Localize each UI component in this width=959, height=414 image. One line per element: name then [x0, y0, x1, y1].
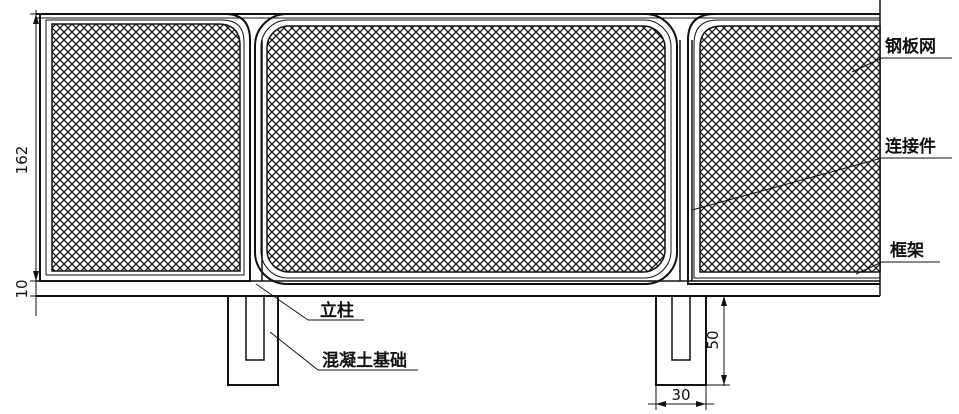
dimension-width — [648, 385, 714, 410]
label-post: 立柱 — [320, 300, 354, 321]
leader-foundation — [269, 331, 319, 371]
foundation-left — [227, 296, 279, 386]
dim-depth: 50 — [704, 330, 722, 349]
panel-right — [687, 13, 881, 285]
label-frame: 框架 — [890, 240, 924, 261]
dimension-depth — [706, 295, 730, 386]
dim-bottom: 10 — [13, 279, 31, 298]
leader-frame — [855, 261, 883, 275]
leader-mesh — [851, 57, 883, 73]
label-connector: 连接件 — [885, 136, 936, 157]
dim-height: 162 — [13, 146, 31, 175]
panel-middle — [254, 13, 678, 285]
dimension-left — [30, 10, 42, 316]
post-right — [679, 40, 693, 281]
label-foundation: 混凝土基础 — [322, 350, 407, 371]
post-left — [249, 40, 263, 281]
label-mesh: 钢板网 — [885, 36, 936, 57]
dim-width: 30 — [671, 386, 690, 404]
foundation-right — [655, 296, 707, 386]
leader-post — [255, 283, 309, 321]
leader-connector — [691, 157, 883, 211]
panel-left — [39, 13, 251, 282]
